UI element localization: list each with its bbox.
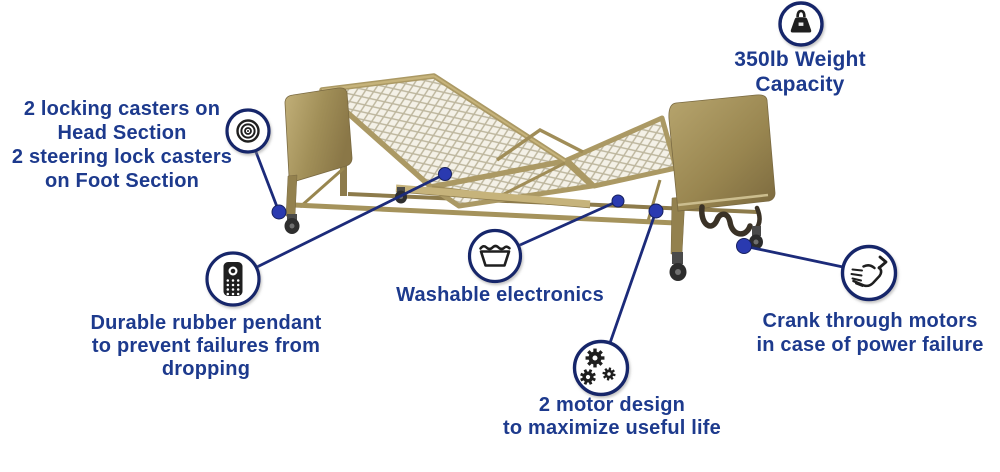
bed-foot-far-caster <box>749 226 763 250</box>
hand-crank-icon <box>850 255 888 288</box>
connector-line-pendant <box>255 172 447 269</box>
connector-line-washable <box>518 199 620 247</box>
marker-dot-pendant <box>438 167 452 181</box>
bed-head-caster <box>284 218 300 234</box>
bed-crank-hardware <box>699 204 753 237</box>
callout-circle-washable <box>467 228 523 284</box>
wash-tub-icon <box>479 244 511 267</box>
weight-icon <box>790 9 812 33</box>
caster-wheel-icon <box>236 119 260 143</box>
bed-under-frame <box>293 127 677 226</box>
marker-dot-casters <box>271 204 287 220</box>
callout-circle-crank <box>840 244 898 302</box>
bed-far-head-leg <box>340 158 347 196</box>
connector-line-casters <box>254 150 281 214</box>
bed-footboard <box>668 94 776 281</box>
marker-dot-washable <box>611 194 625 208</box>
bed-foot-caster <box>669 252 687 281</box>
callout-motors-label: 2 motor design to maximize useful life <box>503 394 721 439</box>
callout-circle-motors <box>572 339 630 397</box>
marker-dot-crank <box>736 238 752 254</box>
callout-weight-label: 350lb Weight Capacity <box>734 48 866 96</box>
pendant-remote-icon <box>223 262 243 296</box>
bed-head-leg <box>285 174 298 218</box>
callout-crank-label: Crank through motors in case of power fa… <box>756 310 984 356</box>
callout-washable-label: Washable electronics <box>396 284 604 306</box>
callout-casters-label: 2 locking casters on Head Section 2 stee… <box>11 98 233 192</box>
connector-line-crank <box>742 244 845 269</box>
bed-motor-tube <box>395 184 591 208</box>
marker-dot-motors <box>648 203 664 219</box>
connector-line-motors <box>608 209 658 345</box>
bed-near-rail <box>293 202 677 226</box>
callout-pendant-label: Durable rubber pendant to prevent failur… <box>90 312 322 380</box>
bed-spring-deck <box>319 73 679 209</box>
